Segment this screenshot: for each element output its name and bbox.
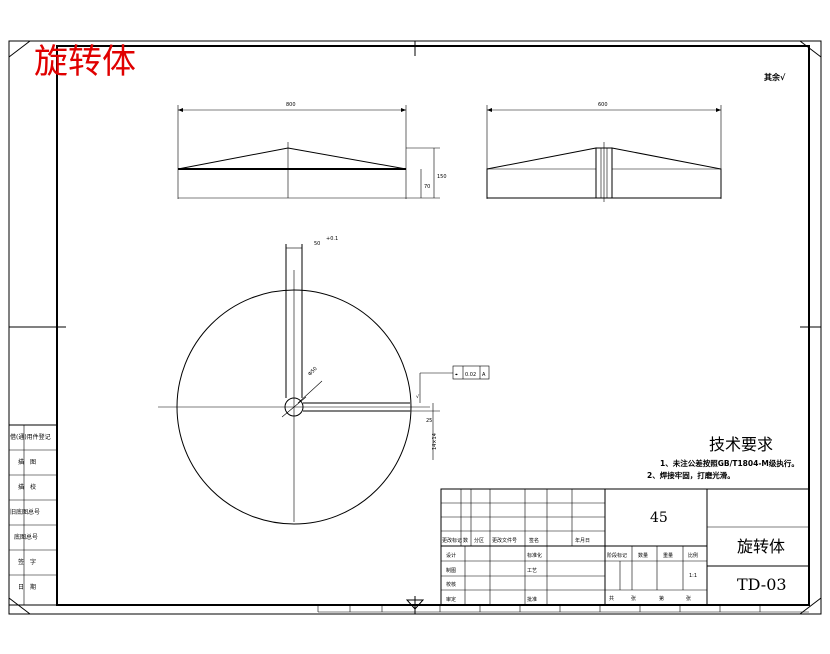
stage-header-0: 阶段标记: [607, 552, 627, 559]
front-view: 800 150 70: [177, 102, 447, 199]
sig-row-3: 审定: [446, 596, 456, 603]
tech-req-line-2: 2、焊接牢固，打磨光滑。: [647, 470, 735, 480]
stage-header-2: 重量: [663, 552, 673, 559]
center-hole: [284, 397, 304, 417]
mid-label-1: 工艺: [527, 568, 537, 574]
section-width-dim: 600: [598, 102, 608, 108]
tech-req-line-1: 1、未注公差按照GB/T1804-M级执行。: [660, 458, 799, 468]
rev-header-5: 年月日: [575, 537, 590, 544]
stamp-text: 旋转体: [34, 42, 136, 82]
strip-label-0: 借(通)用件登记: [10, 433, 51, 441]
strip-label-4: 底图总号: [14, 533, 38, 541]
sheet-2: 第: [659, 595, 664, 602]
outer-border: [8, 40, 822, 615]
plan-view: 50 +0.1 Φ50 ⌖ 0.02 A √ 25 14×14: [158, 236, 490, 525]
front-width-dim: 800: [286, 102, 296, 108]
gdt-frame: [452, 365, 490, 380]
corner-roughness-note: 其余√: [764, 72, 786, 82]
title-block: 更改标记 数 分区 更改文件号 签名 年月日 设计 制图 校核 审定 标准化 工…: [440, 488, 810, 606]
drawing-number: TD-03: [737, 575, 787, 594]
strip-label-1: 描 图: [18, 458, 36, 466]
hole-width-dim: 50: [314, 241, 320, 247]
mid-label-2: 批准: [527, 596, 537, 603]
scale: 1:1: [689, 573, 697, 579]
gdt-datum: A: [482, 372, 486, 378]
mid-label-0: 标准化: [527, 552, 542, 559]
rev-header-0: 更改标记: [442, 537, 462, 544]
rev-header-1: 数: [463, 537, 468, 544]
strip-label-2: 描 校: [18, 483, 36, 491]
left-strip: 借(通)用件登记 描 图 描 校 旧底图总号 底图总号 签 字 日 期: [8, 424, 58, 606]
strip-label-5: 签 字: [18, 558, 36, 566]
hole-diameter-dim: Φ50: [307, 366, 319, 378]
section-view: 600: [486, 102, 722, 202]
sig-row-0: 设计: [446, 552, 456, 559]
rev-header-2: 分区: [474, 537, 484, 544]
offset-dim: 25: [426, 418, 432, 424]
centering-marks: [9, 41, 821, 614]
material: 45: [650, 510, 668, 526]
tech-requirements: 技术要求 1、未注公差按照GB/T1804-M级执行。 2、焊接牢固，打磨光滑。: [647, 435, 799, 480]
sheet-0: 共: [609, 595, 614, 602]
rev-header-3: 更改文件号: [492, 537, 517, 544]
tech-req-heading: 技术要求: [709, 435, 773, 454]
stage-header-1: 数量: [638, 552, 648, 559]
strip-label-6: 日 期: [18, 583, 36, 591]
rev-header-4: 签名: [529, 537, 539, 544]
strip-label-3: 旧底图总号: [10, 508, 40, 516]
bottom-divisions: [317, 605, 809, 613]
orientation-triangle: [405, 599, 425, 614]
inner-frame: [56, 45, 810, 606]
gdt-symbol: ⌖: [455, 372, 458, 378]
front-height-inner-dim: 70: [424, 184, 430, 190]
corner-ticks: [8, 40, 822, 615]
hole-spacing-dim: 14×14: [432, 433, 438, 450]
sheet-3: 张: [686, 595, 691, 602]
sig-row-2: 校核: [446, 581, 456, 588]
part-name: 旋转体: [737, 537, 785, 556]
sig-row-1: 制图: [446, 567, 456, 574]
hole-tolerance: +0.1: [326, 236, 338, 242]
stage-header-3: 比例: [688, 552, 698, 559]
gdt-value: 0.02: [465, 372, 476, 378]
roughness-mark: √: [416, 394, 420, 400]
sheet-1: 张: [631, 595, 636, 602]
front-height-outer-dim: 150: [437, 174, 447, 180]
